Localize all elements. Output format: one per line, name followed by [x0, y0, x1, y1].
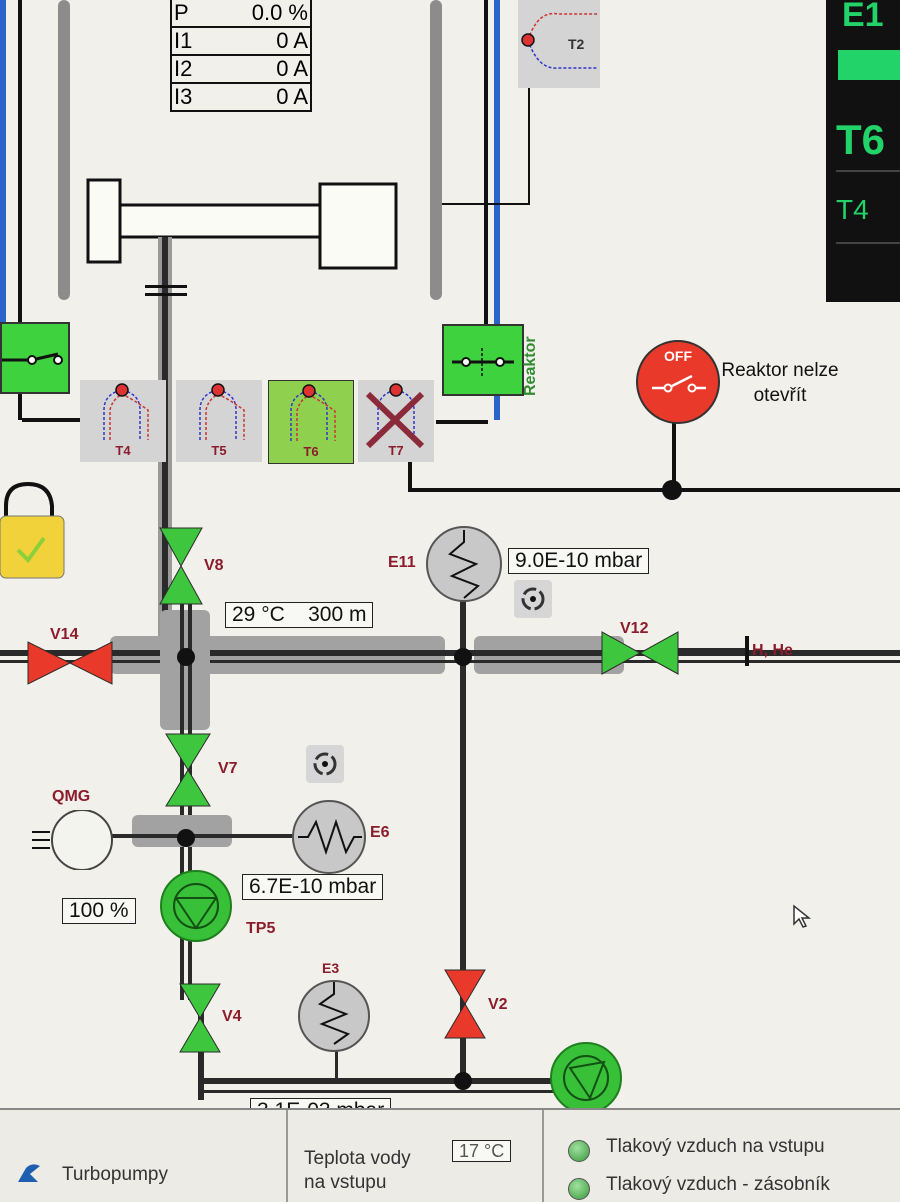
- row-value: 0 A: [276, 28, 308, 53]
- gauge-e3[interactable]: [296, 978, 372, 1054]
- turbopump-icon: [18, 1164, 40, 1182]
- table-row: I3 0 A: [172, 84, 310, 112]
- mouse-cursor-icon: [793, 904, 812, 928]
- reactor-off-switch[interactable]: OFF: [636, 340, 720, 424]
- temperature-height-readout: 29 °C 300 m: [225, 602, 374, 628]
- table-row: I2 0 A: [172, 56, 310, 84]
- thermocouple-t6[interactable]: T6: [268, 380, 354, 464]
- row-value: 0 A: [276, 84, 308, 109]
- thermocouple-icon: [290, 384, 336, 441]
- thermocouple-icon: [199, 383, 245, 440]
- valve-v12-label: V12: [620, 620, 649, 637]
- valve-v4[interactable]: [176, 982, 224, 1054]
- loading-spinner-icon: [514, 580, 552, 618]
- air-inlet-status-lamp: [568, 1140, 590, 1162]
- loading-spinner-icon: [306, 745, 344, 783]
- valve-v8-label: V8: [204, 557, 224, 574]
- thermocouple-t4[interactable]: T4: [80, 380, 166, 462]
- row-label: I2: [174, 56, 193, 81]
- thermocouple-label: T6: [303, 444, 319, 459]
- row-label: I1: [174, 28, 193, 53]
- thermocouple-t2[interactable]: T2: [518, 0, 600, 88]
- lock-icon[interactable]: [0, 478, 68, 580]
- pump-roughing[interactable]: [548, 1040, 624, 1116]
- thermocouple-t7[interactable]: T7: [358, 380, 434, 462]
- water-temp-readout: 17 °C: [452, 1140, 512, 1162]
- switch-icon: [2, 352, 63, 365]
- air-inlet-label: Tlakový vzduch na vstupu: [606, 1136, 825, 1157]
- gauge-e11-label: E11: [388, 554, 416, 571]
- reactor-message-line1: Reaktor nelze: [721, 360, 839, 381]
- valve-v7-label: V7: [218, 760, 238, 777]
- status-divider: [836, 242, 900, 244]
- thermocouple-label: T2: [568, 36, 585, 52]
- row-label: I3: [174, 84, 193, 109]
- status-small-label: T4: [836, 194, 869, 225]
- pump-tp5[interactable]: [158, 868, 234, 944]
- gauge-e6[interactable]: [290, 798, 368, 876]
- thermocouple-icon: [103, 383, 149, 440]
- reactor-message: Reaktor nelze otevřít: [720, 358, 840, 408]
- table-row: P 0.0 %: [172, 0, 310, 28]
- valve-v8[interactable]: [156, 526, 206, 606]
- thermocouple-label: T5: [211, 443, 227, 458]
- water-temp-label-line2: na vstupu: [304, 1172, 387, 1193]
- table-row: I1 0 A: [172, 28, 310, 56]
- air-reservoir-status-lamp: [568, 1178, 590, 1200]
- thermocouple-t5[interactable]: T5: [176, 380, 262, 462]
- status-panel: E1 T6 T4: [826, 0, 900, 302]
- off-label: OFF: [664, 348, 692, 364]
- e6-pressure-readout: 6.7E-10 mbar: [242, 874, 384, 900]
- valve-v7[interactable]: [162, 732, 214, 808]
- qmg-sensor[interactable]: [30, 810, 116, 870]
- row-value: 0.0 %: [251, 0, 308, 25]
- turbopumps-cell[interactable]: Turbopumpy: [0, 1110, 288, 1202]
- switch-icon: [652, 374, 706, 393]
- reactor-switch-label: Reaktor: [522, 336, 539, 396]
- valve-v2[interactable]: [442, 968, 488, 1040]
- tp5-speed-readout: 100 %: [62, 898, 136, 924]
- qmg-label: QMG: [52, 788, 91, 805]
- row-value: 0 A: [276, 56, 308, 81]
- status-bar: [838, 50, 900, 80]
- water-temp-label-line1: Teplota vody: [304, 1148, 411, 1169]
- thermocouple-icon: [521, 12, 598, 69]
- valve-v14-label: V14: [50, 626, 79, 643]
- valve-v12[interactable]: [600, 630, 680, 676]
- thermocouple-icon: [365, 383, 425, 449]
- water-temp-cell: Teplota vody na vstupu 17 °C: [286, 1110, 544, 1202]
- switch-icon: [452, 348, 514, 376]
- valve-v2-label: V2: [488, 996, 508, 1013]
- valve-v14[interactable]: [26, 638, 114, 688]
- valve-v4-label: V4: [222, 1008, 242, 1025]
- thermocouple-label: T7: [388, 443, 404, 458]
- power-table: P 0.0 % I1 0 A I2 0 A I3 0 A: [170, 0, 312, 112]
- compressed-air-cell: Tlakový vzduch na vstupu Tlakový vzduch …: [542, 1110, 900, 1202]
- vacuum-schematic: [0, 0, 900, 1100]
- air-reservoir-label: Tlakový vzduch - zásobník: [606, 1174, 830, 1195]
- e11-pressure-readout: 9.0E-10 mbar: [508, 548, 650, 574]
- row-label: P: [174, 0, 189, 25]
- thermocouple-label: T4: [115, 443, 131, 458]
- gauge-e6-label: E6: [370, 824, 390, 841]
- switch-left[interactable]: [0, 322, 70, 394]
- reactor-message-line2: otevřít: [753, 385, 807, 406]
- reactor-switch[interactable]: [442, 324, 524, 396]
- bottom-status-bar: Turbopumpy Teplota vody na vstupu 17 °C …: [0, 1108, 900, 1202]
- turbopumps-label: Turbopumpy: [62, 1164, 168, 1185]
- gas-inlet-label: H, He: [752, 642, 793, 659]
- status-top-label: E1: [842, 0, 884, 34]
- status-divider: [836, 170, 900, 172]
- status-big-label: T6: [836, 116, 886, 163]
- gauge-e11[interactable]: [424, 524, 504, 604]
- pump-tp5-label: TP5: [246, 920, 276, 937]
- gauge-e3-label: E3: [322, 960, 340, 976]
